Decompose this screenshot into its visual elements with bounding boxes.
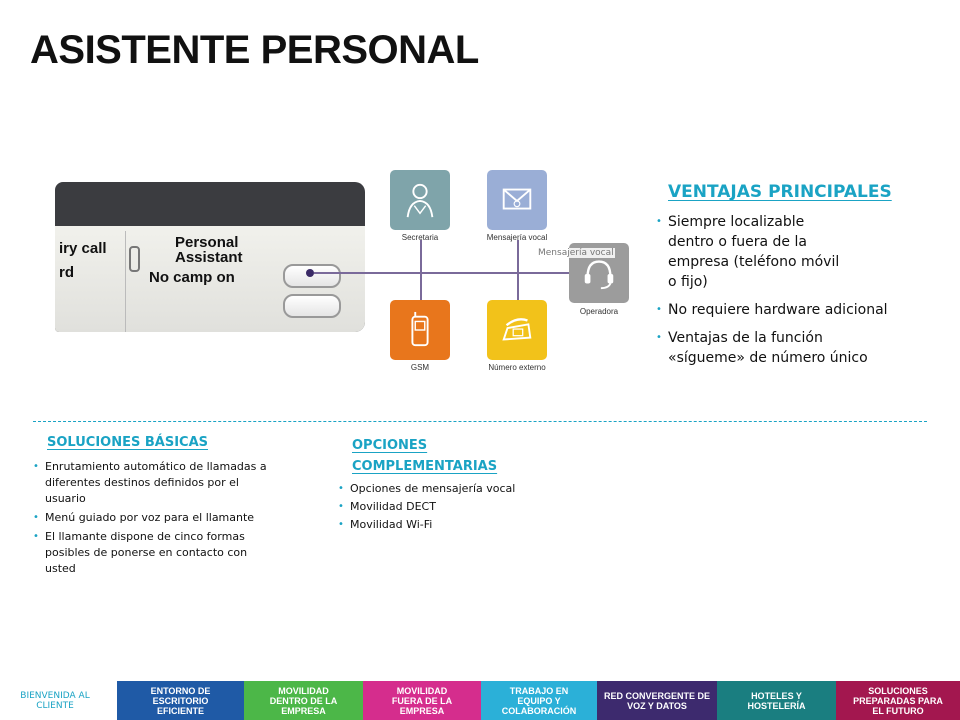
list-item-text: Enrutamiento automático de llamadas a di…: [45, 460, 267, 505]
gsm-tile: [390, 300, 450, 360]
bullet-icon: •: [338, 483, 344, 494]
list-item: • Movilidad Wi-Fi: [338, 516, 588, 534]
screen-divider: [125, 231, 126, 332]
nav-item-red-convergente[interactable]: RED CONVERGENTE DE VOZ Y DATOS: [597, 681, 717, 720]
softkey-button: [283, 294, 341, 318]
screen-slot: [129, 246, 140, 272]
nav-item-entorno-escritorio[interactable]: ENTORNO DE ESCRITORIO EFICIENTE: [117, 681, 244, 720]
list-item-text: El llamante dispone de cinco formas posi…: [45, 530, 248, 575]
nav-item-movilidad-fuera[interactable]: MOVILIDAD FUERA DE LA EMPRESA: [363, 681, 481, 720]
voicemail-tile: [487, 170, 547, 230]
nav-item-label: SOLUCIONES PREPARADAS PARA EL FUTURO: [853, 685, 943, 716]
screen-label: Assistant: [175, 249, 243, 266]
nav-item-label: HOTELES Y HOSTELERÍA: [747, 690, 806, 711]
operator-headset-icon: [584, 260, 614, 290]
list-item: • Opciones de mensajería vocal: [338, 480, 588, 498]
list-item: • Enrutamiento automático de llamadas a d…: [33, 459, 283, 507]
bullet-icon: •: [338, 519, 344, 530]
list-item: • Movilidad DECT: [338, 498, 588, 516]
list-item-text: Menú guiado por voz para el llamante: [45, 511, 255, 524]
bullet-icon: •: [656, 332, 662, 343]
nav-item-label: BIENVENIDA AL CLIENTE: [20, 690, 90, 711]
list-item-text: Ventajas de la función «sígueme» de núme…: [668, 330, 868, 366]
list-item: • Menú guiado por voz para el llamante: [33, 510, 283, 526]
list-item: • Siempre localizable dentro o fuera de l…: [656, 212, 946, 292]
tile-label: Operadora: [579, 307, 619, 316]
nav-item-soluciones-futuro[interactable]: SOLUCIONES PREPARADAS PARA EL FUTURO: [836, 681, 960, 720]
bullet-icon: •: [656, 304, 662, 315]
screen-label: No camp on: [149, 269, 235, 286]
bullet-icon: •: [656, 216, 662, 227]
voicemail-icon: [502, 188, 532, 210]
list-item-text: Movilidad DECT: [350, 500, 436, 513]
basicas-heading[interactable]: SOLUCIONES BÁSICAS: [47, 435, 209, 450]
bottom-nav: BIENVENIDA AL CLIENTE ENTORNO DE ESCRITO…: [0, 681, 960, 720]
page-title: ASISTENTE PERSONAL: [30, 28, 479, 72]
list-item: • El llamante dispone de cinco formas pos…: [33, 529, 283, 577]
complementarias-list: • Opciones de mensajería vocal • Movilidad…: [338, 480, 588, 534]
list-item-text: No requiere hardware adicional: [668, 302, 888, 318]
connector-line: [314, 272, 586, 274]
nav-item-bienvenida[interactable]: BIENVENIDA AL CLIENTE: [0, 681, 110, 720]
nav-item-label: TRABAJO EN EQUIPO Y COLABORACIÓN: [501, 685, 577, 716]
nav-item-label: ENTORNO DE ESCRITORIO EFICIENTE: [150, 685, 211, 716]
tile-label: Secretaria: [401, 233, 439, 242]
tooltip: Mensajería vocal: [537, 248, 615, 258]
list-item-text: Movilidad Wi-Fi: [350, 518, 433, 531]
tile-label: Mensajería vocal: [486, 233, 548, 242]
nav-item-label: MOVILIDAD DENTRO DE LA EMPRESA: [269, 685, 338, 716]
section-divider: [33, 421, 927, 422]
screen-line: iry call: [59, 240, 107, 257]
personal-assistant-illustration: iry call rd Personal Assistant No camp o…: [55, 160, 635, 380]
bullet-icon: •: [33, 461, 39, 472]
tile-label: GSM: [410, 363, 430, 372]
connector-dot: [306, 269, 314, 277]
connector-line: [420, 240, 422, 310]
complementarias-heading[interactable]: OPCIONES COMPLEMENTARIAS: [352, 438, 498, 474]
secretary-tile: [390, 170, 450, 230]
desk-phone-icon: [502, 318, 532, 341]
connector-line: [517, 240, 519, 310]
list-item: • Ventajas de la función «sígueme» de núm…: [656, 328, 946, 368]
external-number-tile: [487, 300, 547, 360]
ventajas-heading[interactable]: VENTAJAS PRINCIPALES: [668, 182, 892, 202]
nav-item-label: RED CONVERGENTE DE VOZ Y DATOS: [603, 690, 710, 711]
bullet-icon: •: [33, 531, 39, 542]
list-item-text: Opciones de mensajería vocal: [350, 482, 516, 495]
nav-item-label: MOVILIDAD FUERA DE LA EMPRESA: [391, 685, 453, 716]
secretary-icon: [406, 183, 434, 218]
screen-label: Personal: [175, 234, 239, 251]
bullet-icon: •: [338, 501, 344, 512]
tile-label: Número externo: [488, 363, 546, 372]
nav-item-movilidad-dentro[interactable]: MOVILIDAD DENTRO DE LA EMPRESA: [244, 681, 363, 720]
nav-item-trabajo-equipo[interactable]: TRABAJO EN EQUIPO Y COLABORACIÓN: [481, 681, 597, 720]
ventajas-list: • Siempre localizable dentro o fuera de l…: [656, 212, 946, 376]
basicas-list: • Enrutamiento automático de llamadas a d…: [33, 459, 283, 580]
list-item-text: Siempre localizable dentro o fuera de la…: [668, 214, 840, 290]
nav-item-hoteles[interactable]: HOTELES Y HOSTELERÍA: [717, 681, 836, 720]
mobile-phone-icon: [411, 311, 429, 347]
bullet-icon: •: [33, 512, 39, 523]
list-item: • No requiere hardware adicional: [656, 300, 946, 320]
screen-line: rd: [59, 264, 74, 281]
